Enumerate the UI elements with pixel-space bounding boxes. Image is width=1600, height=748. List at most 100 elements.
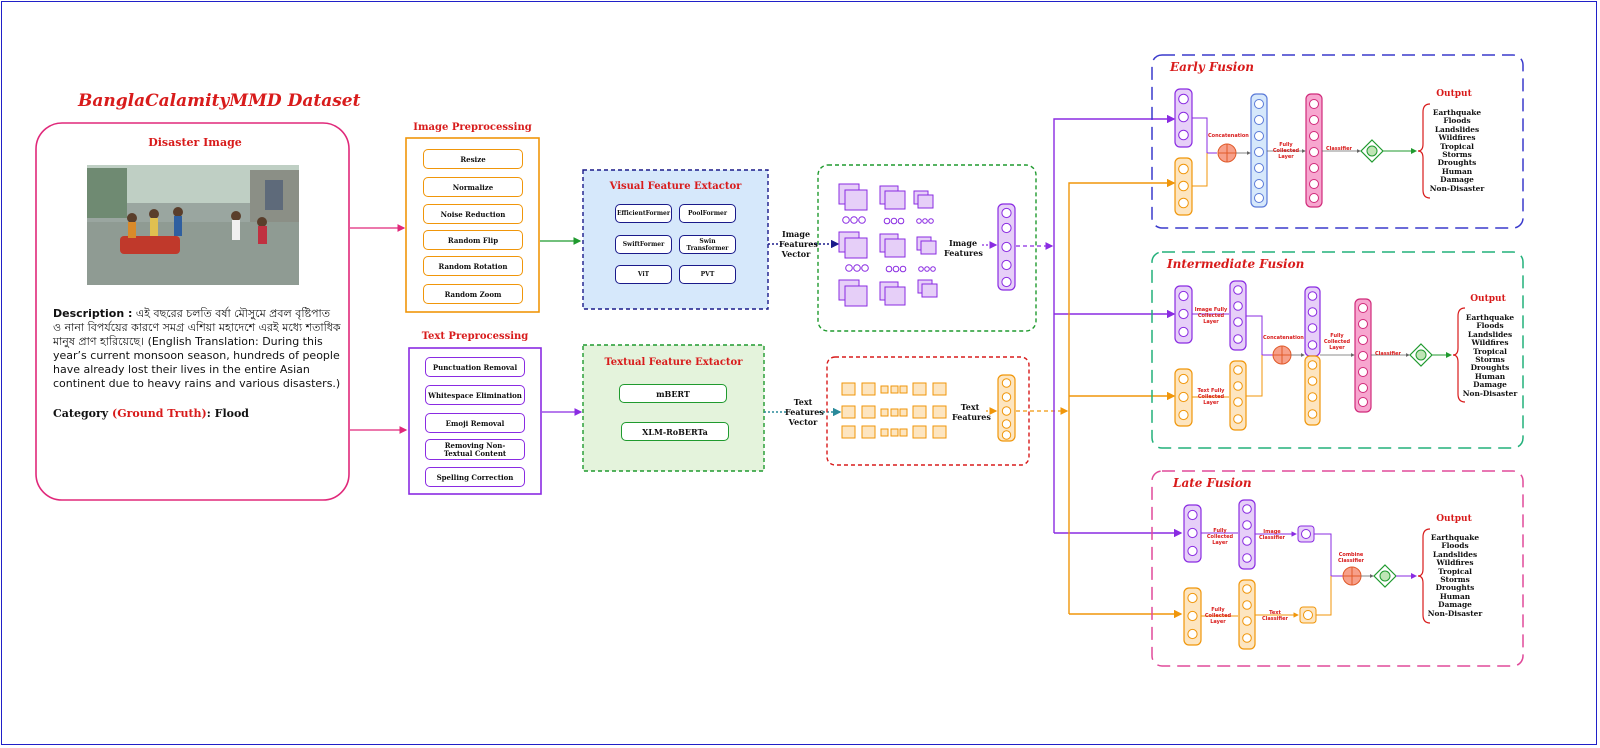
inter-class-2: Landslides xyxy=(1467,329,1513,339)
model-swin-transformer: Swin Transformer xyxy=(679,235,736,254)
textual-extractor-title: Textual Feature Extactor xyxy=(604,357,743,368)
early-class-9: Non-Disaster xyxy=(1429,183,1485,193)
model-mbert: mBERT xyxy=(619,384,727,403)
category-label: Category xyxy=(53,407,109,420)
late-class-2: Landslides xyxy=(1432,549,1478,559)
late-class-7: Human xyxy=(1439,591,1471,601)
inter-classifier-label: Classifier xyxy=(1375,351,1401,357)
step-resize: Resize xyxy=(423,149,523,169)
inter-fully-collected-label: Fully Collected Layer xyxy=(1323,333,1351,351)
dataset-title: BanglaCalamityMMD Dataset xyxy=(78,91,361,111)
image-feature-maps xyxy=(817,164,1037,332)
early-output-classes: Earthquake Floods Landslides Wildfires T… xyxy=(1412,108,1502,193)
description-label: Description : xyxy=(53,307,133,320)
inter-class-6: Droughts xyxy=(1470,363,1510,373)
late-class-4: Tropical xyxy=(1438,566,1472,576)
text-classifier-label: Text Classifier xyxy=(1262,610,1288,622)
early-concatenation-label: Concatenation xyxy=(1208,133,1249,139)
late-output-classes: Earthquake Floods Landslides Wildfires T… xyxy=(1410,533,1500,618)
early-class-0: Earthquake xyxy=(1432,108,1482,117)
inter-output-title: Output xyxy=(1470,294,1506,304)
description-block: Description : এই বছরের চলতি বর্ষা মৌসুমে… xyxy=(53,307,341,391)
late-class-8: Damage xyxy=(1438,600,1472,610)
early-fusion-box xyxy=(1151,54,1524,229)
early-fusion-title: Early Fusion xyxy=(1170,60,1255,74)
early-class-8: Damage xyxy=(1440,175,1474,185)
image-classifier-label: Image Classifier xyxy=(1259,529,1285,541)
step-random-flip: Random Flip xyxy=(423,230,523,250)
step-removing-non-textual: Removing Non-Textual Content xyxy=(425,439,525,460)
image-fc-label: Image Fully Collected Layer xyxy=(1194,307,1228,325)
disaster-photo xyxy=(87,165,299,285)
early-class-1: Floods xyxy=(1443,116,1471,126)
late-class-0: Earthquake xyxy=(1430,533,1480,542)
step-noise-reduction: Noise Reduction xyxy=(423,204,523,224)
model-pvt: PVT xyxy=(679,265,736,284)
text-preprocessing-title: Text Preprocessing xyxy=(421,331,529,342)
inter-class-9: Non-Disaster xyxy=(1462,388,1518,398)
text-features-vector-label: Text Features Vector xyxy=(785,397,824,427)
early-fully-collected-label: Fully Collected Layer xyxy=(1272,142,1300,160)
late-class-1: Floods xyxy=(1441,541,1469,551)
step-random-zoom: Random Zoom xyxy=(423,284,523,304)
inter-class-7: Human xyxy=(1474,371,1506,381)
image-preprocessing-title: Image Preprocessing xyxy=(413,122,532,133)
early-classifier-label: Classifier xyxy=(1326,146,1352,152)
category-line: Category (Ground Truth): Flood xyxy=(53,407,249,420)
visual-extractor-title: Visual Feature Extactor xyxy=(609,181,742,192)
description-english: (English Translation: During this year’s… xyxy=(53,335,341,390)
intermediate-fusion-box xyxy=(1151,251,1524,449)
textual-extractor-box xyxy=(582,344,765,472)
disaster-image-heading: Disaster Image xyxy=(148,136,242,149)
inter-output-classes: Earthquake Floods Landslides Wildfires T… xyxy=(1445,313,1535,398)
model-efficientformer: EfficientFormer xyxy=(615,204,672,223)
text-fc-label: Text Fully Collected Layer xyxy=(1197,388,1225,406)
inter-concatenation-label: Concatenation xyxy=(1263,335,1304,341)
early-output-title: Output xyxy=(1436,89,1472,99)
text-preprocessing-box xyxy=(408,347,542,495)
early-class-7: Human xyxy=(1441,166,1473,176)
image-preprocessing-box xyxy=(405,137,540,313)
late-class-5: Storms xyxy=(1440,575,1470,585)
step-punctuation-removal: Punctuation Removal xyxy=(425,357,525,377)
late-fc-top-label: Fully Collected Layer xyxy=(1206,528,1234,546)
combine-classifier-label: Combine Classifier xyxy=(1338,552,1364,564)
step-spelling-correction: Spelling Correction xyxy=(425,467,525,487)
early-class-2: Landslides xyxy=(1434,124,1480,134)
model-swiftformer: SwiftFormer xyxy=(615,235,672,254)
inter-class-4: Tropical xyxy=(1473,346,1507,356)
late-fusion-box xyxy=(1151,470,1524,667)
late-fusion-title: Late Fusion xyxy=(1173,476,1252,490)
model-xlm-roberta: XLM-RoBERTa xyxy=(621,422,729,441)
visual-extractor-box xyxy=(582,169,769,310)
model-poolformer: PoolFormer xyxy=(679,204,736,223)
inter-class-1: Floods xyxy=(1476,321,1504,331)
inter-class-0: Earthquake xyxy=(1465,313,1515,322)
early-class-5: Storms xyxy=(1442,150,1472,160)
step-whitespace-elimination: Whitespace Elimination xyxy=(425,385,525,405)
late-class-9: Non-Disaster xyxy=(1427,608,1483,618)
step-normalize: Normalize xyxy=(423,177,523,197)
late-output-title: Output xyxy=(1436,514,1472,524)
late-fc-bottom-label: Fully Collected Layer xyxy=(1204,607,1232,625)
early-class-6: Droughts xyxy=(1437,158,1477,168)
step-random-rotation: Random Rotation xyxy=(423,256,523,276)
early-class-4: Tropical xyxy=(1440,141,1474,151)
dataset-panel xyxy=(35,122,350,501)
image-features-label: Image Features xyxy=(944,238,983,258)
intermediate-fusion-title: Intermediate Fusion xyxy=(1167,257,1305,271)
inter-class-3: Wildfires xyxy=(1471,338,1509,348)
inter-class-5: Storms xyxy=(1475,355,1505,365)
text-feature-maps xyxy=(826,356,1030,466)
description-bangla: এই বছরের চলতি বর্ষা মৌসুমে প্রবল বৃষ্টিপ… xyxy=(53,307,341,348)
late-class-6: Droughts xyxy=(1435,583,1475,593)
text-features-label: Text Features xyxy=(952,402,991,422)
early-class-3: Wildfires xyxy=(1438,133,1476,143)
step-emoji-removal: Emoji Removal xyxy=(425,413,525,433)
model-vit: ViT xyxy=(615,265,672,284)
ground-truth-label: (Ground Truth) xyxy=(112,407,207,420)
image-features-vector-label: Image Features Vector xyxy=(779,229,818,259)
late-class-3: Wildfires xyxy=(1436,558,1474,568)
category-value: : Flood xyxy=(206,407,249,420)
